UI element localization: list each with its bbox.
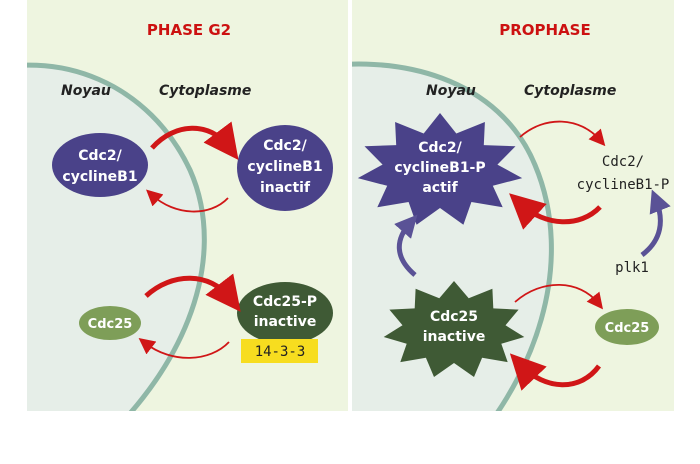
cdc25-cytoplasm: Cdc25 bbox=[595, 309, 659, 345]
plk1-activation-arrow bbox=[640, 189, 671, 257]
import-arrow-complex bbox=[509, 193, 602, 230]
import-arrow-cdc25 bbox=[138, 338, 230, 359]
complex-line-1: Cdc2/ bbox=[418, 140, 462, 156]
inactive-starburst bbox=[383, 281, 525, 377]
cdc25-p-ellipse bbox=[237, 282, 333, 344]
cytoplasm-label: Cytoplasme bbox=[524, 83, 616, 99]
complex-line-2: cyclineB1-P bbox=[577, 177, 670, 193]
cytoplasm-label: Cytoplasme bbox=[159, 83, 251, 99]
nucleus-label: Noyau bbox=[426, 83, 476, 99]
plk1-label: plk1 bbox=[615, 260, 649, 276]
cdc25-ellipse bbox=[595, 309, 659, 345]
cdc2-cyclinb1-p-cytoplasm: Cdc2/ cyclineB1-P bbox=[577, 154, 670, 193]
export-arrow-complex bbox=[519, 120, 606, 147]
panel-title: PHASE G2 bbox=[147, 21, 231, 39]
cdc25-line-2: inactive bbox=[423, 329, 486, 345]
badge-14-3-3 bbox=[241, 339, 318, 363]
import-arrow-complex bbox=[146, 189, 229, 213]
cdc25-ellipse bbox=[79, 306, 141, 340]
complex-line-3: inactif bbox=[260, 180, 311, 196]
panel-title: PROPHASE bbox=[499, 21, 591, 39]
complex-line-2: cyclineB1 bbox=[62, 169, 137, 185]
complex-line-1: Cdc2/ bbox=[78, 148, 122, 164]
cdc25-line-1: Cdc25 bbox=[430, 309, 478, 325]
complex-line-2: cyclineB1-P bbox=[394, 160, 485, 176]
complex-line-1: Cdc2/ bbox=[263, 138, 307, 154]
export-arrow-cdc25 bbox=[144, 273, 241, 312]
complex-line-2: cyclineB1 bbox=[247, 159, 322, 175]
cdc2-cyclinb1-p-active: Cdc2/ cyclineB1-P actif bbox=[357, 113, 523, 225]
cdc25-inactive-nuclear: Cdc25 inactive bbox=[383, 281, 525, 377]
nucleus-label: Noyau bbox=[61, 83, 111, 99]
complex-line-3: actif bbox=[422, 180, 458, 196]
export-arrow-cdc25 bbox=[514, 284, 603, 310]
complex-ellipse bbox=[237, 125, 333, 211]
cdc25-p-line-2: inactive bbox=[254, 314, 317, 330]
cdc25-label: Cdc25 bbox=[605, 321, 650, 336]
complex-line-1: Cdc2/ bbox=[602, 154, 644, 170]
panel-prophase: PROPHASE Noyau Cytoplasme Cdc2/ cyclineB… bbox=[352, 0, 674, 411]
cdc2-cyclinb1-inactive: Cdc2/ cyclineB1 inactif bbox=[237, 125, 333, 211]
import-arrow-cdc25 bbox=[509, 353, 602, 391]
cdc25-p-inactive: Cdc25-P inactive 14-3-3 bbox=[237, 282, 333, 363]
cdc25-label: Cdc25 bbox=[88, 317, 133, 332]
complex-ellipse bbox=[52, 133, 148, 197]
export-arrow-complex bbox=[150, 121, 239, 160]
cdc2-cyclinb1-nuclear: Cdc2/ cyclineB1 bbox=[52, 133, 148, 197]
panel-phase-g2: PHASE G2 Noyau Cytoplasme Cdc2/ cyclineB… bbox=[27, 0, 348, 411]
cdc25-p-line-1: Cdc25-P bbox=[253, 294, 317, 310]
active-starburst bbox=[357, 113, 523, 225]
badge-label: 14-3-3 bbox=[255, 344, 306, 360]
cdc25-activation-arrow bbox=[394, 214, 418, 277]
cdc25-nuclear: Cdc25 bbox=[79, 306, 141, 340]
